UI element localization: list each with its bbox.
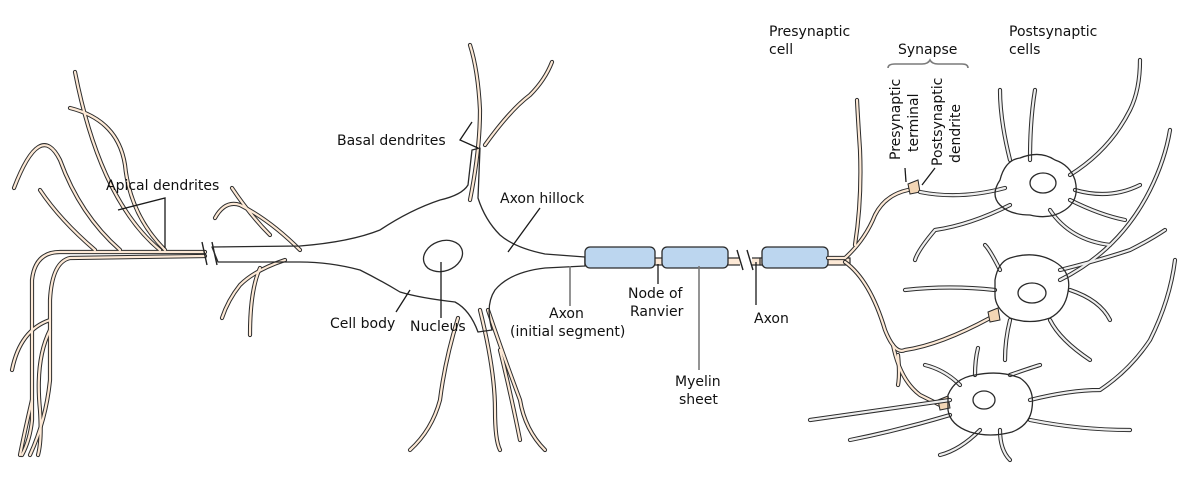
- label-myelin-sheet: sheet: [679, 392, 718, 408]
- labels: Apical dendrites Basal dendrites Axon hi…: [106, 24, 1097, 408]
- postsynaptic-nucleus: [972, 390, 996, 410]
- label-postsynaptic-dendrite: dendrite: [948, 104, 964, 163]
- label-axon-hillock: Axon hillock: [500, 191, 585, 207]
- postsynaptic-cell-1: [994, 153, 1077, 218]
- label-apical-dendrites: Apical dendrites: [106, 178, 219, 194]
- cell-body: [211, 147, 586, 333]
- myelin-sheath: [661, 246, 729, 269]
- label-postsynaptic-dendrite: Postsynaptic: [930, 78, 946, 166]
- presynaptic-terminal: [987, 307, 1001, 323]
- postsynaptic-cell-3: [947, 372, 1034, 436]
- postsynaptic-neurons: [807, 57, 1178, 463]
- basal-dendrite-tree: [212, 42, 555, 453]
- label-synapse: Synapse: [898, 42, 957, 58]
- myelin-sheath: [584, 246, 656, 269]
- postsynaptic-nucleus: [1029, 172, 1057, 194]
- label-presynaptic-cell: cell: [769, 42, 793, 58]
- label-myelin-sheet: Myelin: [675, 374, 721, 390]
- label-basal-dendrites: Basal dendrites: [337, 133, 446, 149]
- apical-dendrite-tree: [9, 69, 208, 458]
- axon-break-mark: [736, 249, 754, 271]
- label-axon-initial-segment: Axon: [549, 306, 584, 322]
- label-presynaptic-cell: Presynaptic: [769, 24, 850, 40]
- label-axon: Axon: [754, 311, 789, 327]
- presynaptic-neuron: [9, 42, 1001, 458]
- label-node-of-ranvier: Node of: [628, 286, 684, 302]
- label-axon-initial-segment: (initial segment): [510, 324, 625, 340]
- label-presynaptic-terminal: terminal: [906, 94, 922, 152]
- label-presynaptic-terminal: Presynaptic: [888, 79, 904, 160]
- label-postsynaptic-cells: cells: [1009, 42, 1040, 58]
- myelin-sheath: [761, 246, 829, 269]
- label-cell-body: Cell body: [330, 316, 395, 332]
- postsynaptic-nucleus: [1017, 282, 1047, 304]
- nucleus: [422, 239, 464, 273]
- label-nucleus: Nucleus: [410, 319, 466, 335]
- axon-terminal-branches: [825, 97, 993, 408]
- postsynaptic-cell-2: [994, 254, 1070, 323]
- leader-lines: [117, 58, 969, 370]
- postsynaptic-dendrites: [807, 57, 1178, 463]
- label-postsynaptic-cells: Postsynaptic: [1009, 24, 1097, 40]
- label-node-of-ranvier: Ranvier: [630, 304, 684, 320]
